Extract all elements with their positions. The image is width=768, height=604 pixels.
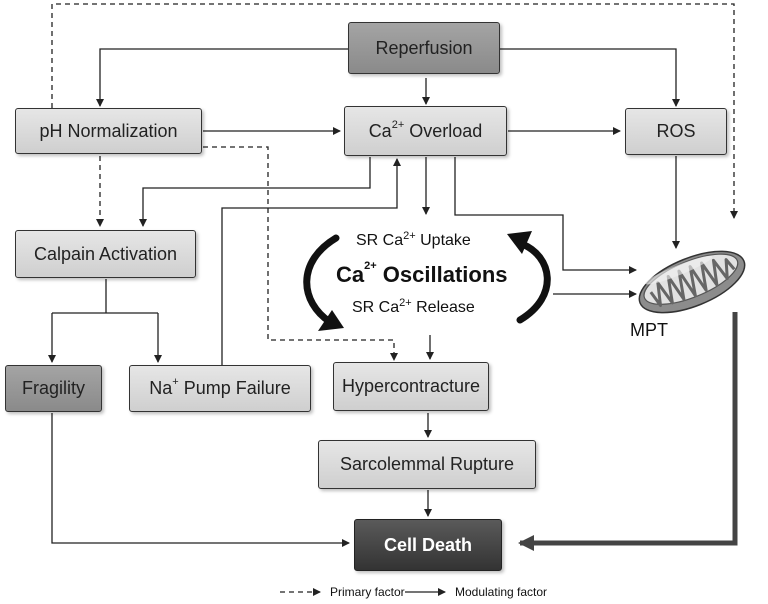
oscillation-right-curve bbox=[516, 240, 551, 324]
ph-normalization-node: pH Normalization bbox=[15, 108, 202, 154]
sarcolemmal-rupture-label: Sarcolemmal Rupture bbox=[339, 454, 515, 474]
calpain-activation-label: Calpain Activation bbox=[33, 243, 178, 264]
ph-normalization-label: pH Normalization bbox=[39, 120, 178, 141]
fragility-label: Fragility bbox=[21, 378, 85, 398]
oscillations-title: Ca2+ Oscillations bbox=[336, 260, 508, 287]
na-pump-failure-node: Na+ Pump Failure bbox=[129, 365, 311, 412]
legend-primary-label: Primary factor bbox=[330, 585, 405, 599]
dashed-top-loop-arrow bbox=[51, 3, 738, 219]
hypercontracture-label: Hypercontracture bbox=[341, 376, 481, 396]
calpain-activation-node: Calpain Activation bbox=[15, 230, 196, 278]
ca-overload-label: Ca2+ Overload bbox=[368, 118, 483, 141]
mitochondrion-icon bbox=[638, 250, 746, 314]
na-pump-failure-label: Na+ Pump Failure bbox=[149, 376, 291, 398]
cell-death-node: Cell Death bbox=[354, 519, 502, 571]
ca-to-calpain-arrow bbox=[139, 157, 371, 227]
oscillation-right-head bbox=[507, 231, 532, 254]
fragility-to-celldeath-arrow bbox=[51, 413, 350, 547]
napump-to-ca-arrow bbox=[221, 158, 401, 365]
reperfusion-label: Reperfusion bbox=[375, 37, 473, 58]
sr-uptake-label: SR Ca2+ Uptake bbox=[356, 230, 471, 249]
reperfusion-node: Reperfusion bbox=[348, 22, 500, 74]
calpain-split-line bbox=[52, 279, 158, 314]
reperfusion-to-ros-arrow bbox=[500, 48, 680, 107]
ca-to-mito-arrow bbox=[454, 157, 637, 274]
cell-death-label: Cell Death bbox=[383, 534, 473, 555]
ros-node: ROS bbox=[625, 108, 727, 155]
legend-modulating-label: Modulating factor bbox=[455, 585, 548, 599]
ph-to-hypercontracture-dashed-arrow bbox=[203, 146, 398, 361]
mpt-label: MPT bbox=[630, 320, 668, 340]
ca-overload-node: Ca2+ Overload bbox=[344, 106, 507, 156]
hypercontracture-node: Hypercontracture bbox=[333, 362, 489, 411]
sarcolemmal-rupture-node: Sarcolemmal Rupture bbox=[318, 440, 536, 489]
fragility-node: Fragility bbox=[5, 365, 102, 412]
mpt-to-celldeath-arrow bbox=[518, 312, 738, 551]
ros-label: ROS bbox=[656, 121, 696, 141]
sr-release-label: SR Ca2+ Release bbox=[352, 297, 475, 316]
oscillation-left-head bbox=[318, 310, 344, 331]
oscillation-left-curve bbox=[303, 234, 340, 326]
reperfusion-to-ph-arrow bbox=[96, 48, 348, 107]
